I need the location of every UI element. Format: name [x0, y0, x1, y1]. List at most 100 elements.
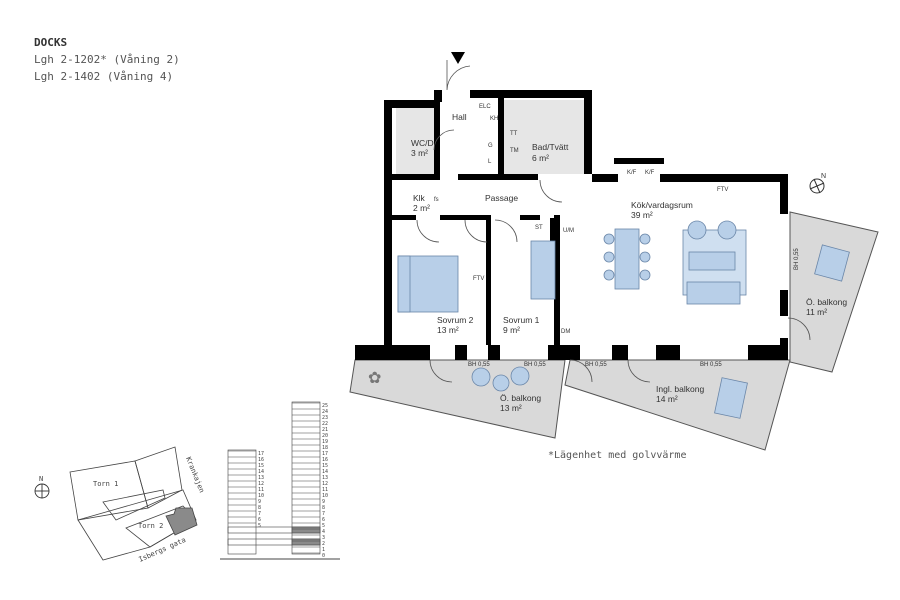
room-balcony-east: Ö. balkong — [806, 297, 847, 307]
site-north-label: N — [39, 475, 43, 483]
room-closet-area: 2 m² — [413, 203, 430, 213]
compass-north-label: N — [821, 173, 826, 180]
tower2-floor-label: 14 — [322, 469, 328, 475]
tower2-floor-label: 8 — [322, 505, 325, 511]
room-bath-area: 6 m² — [532, 153, 549, 163]
project-header: DOCKS Lgh 2-1202* (Våning 2) Lgh 2-1402 … — [34, 34, 180, 85]
room-balcony-east-area: 11 m² — [806, 307, 827, 317]
fixture-st: ST — [535, 225, 543, 231]
fixture-dm: DM — [561, 329, 570, 335]
room-closet: Klk — [413, 193, 426, 203]
tower2-floor-label: 21 — [322, 427, 328, 433]
tower2-floor-label: 3 — [322, 535, 325, 541]
tower1-floor-label: 12 — [258, 481, 264, 487]
tower1-floor-label: 14 — [258, 469, 264, 475]
apartment-line-2: Lgh 2-1402 (Våning 4) — [34, 70, 174, 83]
tower1-floor-label: 11 — [258, 487, 264, 493]
tower2-floor-label: 12 — [322, 481, 328, 487]
tower2-floor-label: 20 — [322, 433, 328, 439]
bath-floor — [504, 100, 584, 174]
tower1-floor-label: 16 — [258, 457, 264, 463]
tower2-floor-label: 6 — [322, 517, 325, 523]
room-hall: Hall — [452, 112, 467, 122]
fixture-tm: TM — [510, 148, 519, 154]
tower2-floor-label: 2 — [322, 541, 325, 547]
fixture-ftv-bedroom: FTV — [473, 276, 484, 282]
room-kitchen-living-area: 39 m² — [631, 210, 653, 220]
tower1-floor-label: 17 — [258, 451, 264, 457]
window-bh-5: BH 0,55 — [794, 248, 800, 270]
balcony-east — [789, 211, 879, 373]
entrance-arrow-icon — [451, 52, 465, 64]
room-kitchen-living: Kök/vardagsrum — [631, 200, 693, 210]
compass-icon — [809, 178, 825, 194]
double-bed — [397, 255, 459, 313]
fixture-ftv-living: FTV — [717, 187, 728, 193]
window-bh-1: BH 0,55 — [468, 362, 490, 368]
site-compass-icon — [34, 483, 50, 499]
balcony-furniture — [471, 244, 850, 419]
tower2-floor-label: 13 — [322, 475, 328, 481]
site-tower-1: Torn 1 — [93, 480, 118, 488]
room-balcony-sw: Ö. balkong — [500, 393, 541, 403]
fixture-g: G — [488, 143, 493, 149]
fixture-tt: TT — [510, 131, 518, 137]
tower2-floor-label: 16 — [322, 457, 328, 463]
tower2-floor-label: 7 — [322, 511, 325, 517]
room-balcony-glazed-area: 14 m² — [656, 394, 678, 404]
tower1-floor-label: 10 — [258, 493, 264, 499]
living-set — [682, 220, 747, 305]
fixture-kf-1: K/F — [627, 170, 637, 176]
tower2-floor-label: 0 — [322, 553, 325, 559]
tower2-floor-label: 11 — [322, 487, 328, 493]
tower1-floor-label: 5 — [258, 523, 261, 529]
plant-icon: ✿ — [368, 370, 381, 387]
apartment-line-1: Lgh 2-1202* (Våning 2) — [34, 53, 180, 66]
balcony-glazed-south — [564, 359, 791, 451]
tower2-floor-label: 23 — [322, 415, 328, 421]
fixture-kf-2: K/F — [645, 170, 655, 176]
fixture-l: L — [488, 159, 492, 165]
tower1-floor-label: 15 — [258, 463, 264, 469]
window-bh-3: BH 0,55 — [585, 362, 607, 368]
room-balcony-sw-area: 13 m² — [500, 403, 522, 413]
tower1-floor-label: 7 — [258, 511, 261, 517]
room-balcony-glazed: Ingl. balkong — [656, 384, 704, 394]
room-wc-area: 3 m² — [411, 148, 428, 158]
room-bedroom-1-area: 9 m² — [503, 325, 520, 335]
site-tower-2: Torn 2 — [138, 522, 163, 530]
room-bedroom-2: Sovrum 2 — [437, 315, 474, 325]
tower2-floor-label: 18 — [322, 445, 328, 451]
tower2-floor-label: 5 — [322, 523, 325, 529]
fixture-fs: fs — [434, 197, 439, 203]
tower1-floor-label: 8 — [258, 505, 261, 511]
single-bed — [530, 240, 556, 300]
tower2-floor-label: 24 — [322, 409, 328, 415]
tower2-floor-label: 17 — [322, 451, 328, 457]
tower1-floor-label: 6 — [258, 517, 261, 523]
fixture-elc: ELC — [479, 104, 491, 110]
door-swings — [416, 60, 811, 383]
project-title: DOCKS — [34, 36, 68, 49]
tower2-floor-label: 4 — [322, 529, 325, 535]
tower1-floor-label: 13 — [258, 475, 264, 481]
dining-set — [603, 228, 651, 290]
tower2-floor-label: 22 — [322, 421, 328, 427]
site-street-krankajen: Krankajen — [184, 456, 206, 494]
footnote: *Lägenhet med golvvärme — [548, 450, 687, 461]
tower2-floor-label: 19 — [322, 439, 328, 445]
fixture-um: U/M — [563, 228, 574, 234]
room-bath: Bad/Tvätt — [532, 142, 569, 152]
walls — [355, 90, 788, 360]
tower1-floor-label: 9 — [258, 499, 261, 505]
tower2-floor-label: 15 — [322, 463, 328, 469]
wc-floor — [396, 108, 434, 174]
tower2-floor-label: 9 — [322, 499, 325, 505]
tower2-floor-label: 25 — [322, 403, 328, 409]
tower2-floor-label: 1 — [322, 547, 325, 553]
room-wc: WC/D — [411, 138, 434, 148]
room-passage: Passage — [485, 193, 518, 203]
room-bedroom-2-area: 13 m² — [437, 325, 459, 335]
site-plan — [69, 446, 198, 561]
